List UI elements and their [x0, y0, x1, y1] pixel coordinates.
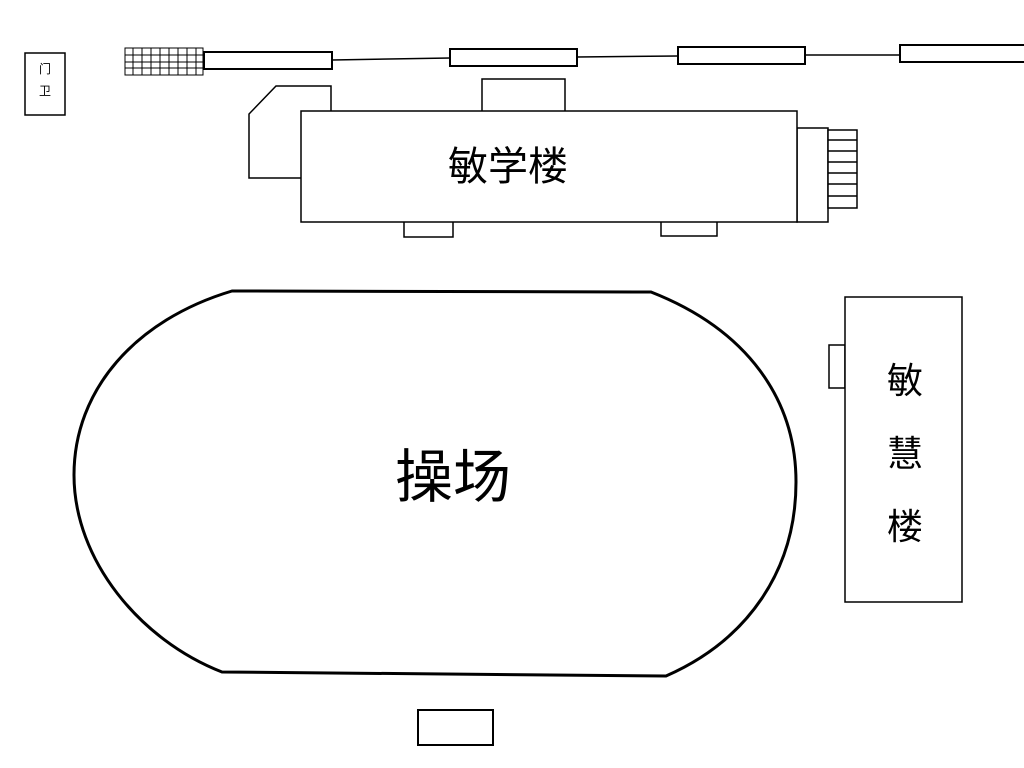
minxue-south-step-2: [660, 222, 718, 237]
minxue-east-annex: [796, 127, 829, 223]
minhui-label-char-1: 敏: [887, 361, 923, 402]
north-block-3: [677, 46, 806, 65]
north-building-row: [203, 44, 1024, 70]
minxue-building-label: 敏学楼: [448, 144, 568, 190]
minhui-west-annex: [828, 344, 846, 389]
south-small-structure: [417, 709, 494, 746]
minhui-label-char-2: 慧: [887, 434, 923, 475]
playground-track: [72, 289, 798, 678]
minhui-building-complex: [828, 296, 963, 603]
minxue-south-step-1: [403, 222, 454, 238]
gate-grille: [124, 47, 204, 76]
connector-2: [576, 55, 679, 58]
minxue-building: [300, 110, 798, 223]
north-block-1: [203, 51, 333, 70]
minhui-building: [844, 296, 963, 603]
minxue-east-stairs: [827, 129, 858, 209]
gatehouse-label-top: 门: [39, 61, 51, 76]
minxue-north-annex: [481, 78, 566, 111]
playground-label: 操场: [395, 443, 511, 511]
gatehouse: 门 卫: [24, 52, 66, 116]
connector-1: [331, 57, 451, 61]
north-block-2: [449, 48, 578, 67]
gatehouse-box: [24, 52, 66, 116]
minxue-building-complex: [248, 78, 858, 238]
north-block-4: [899, 44, 1024, 63]
minhui-label-char-3: 楼: [887, 507, 923, 548]
gatehouse-label-bottom: 卫: [39, 84, 51, 98]
